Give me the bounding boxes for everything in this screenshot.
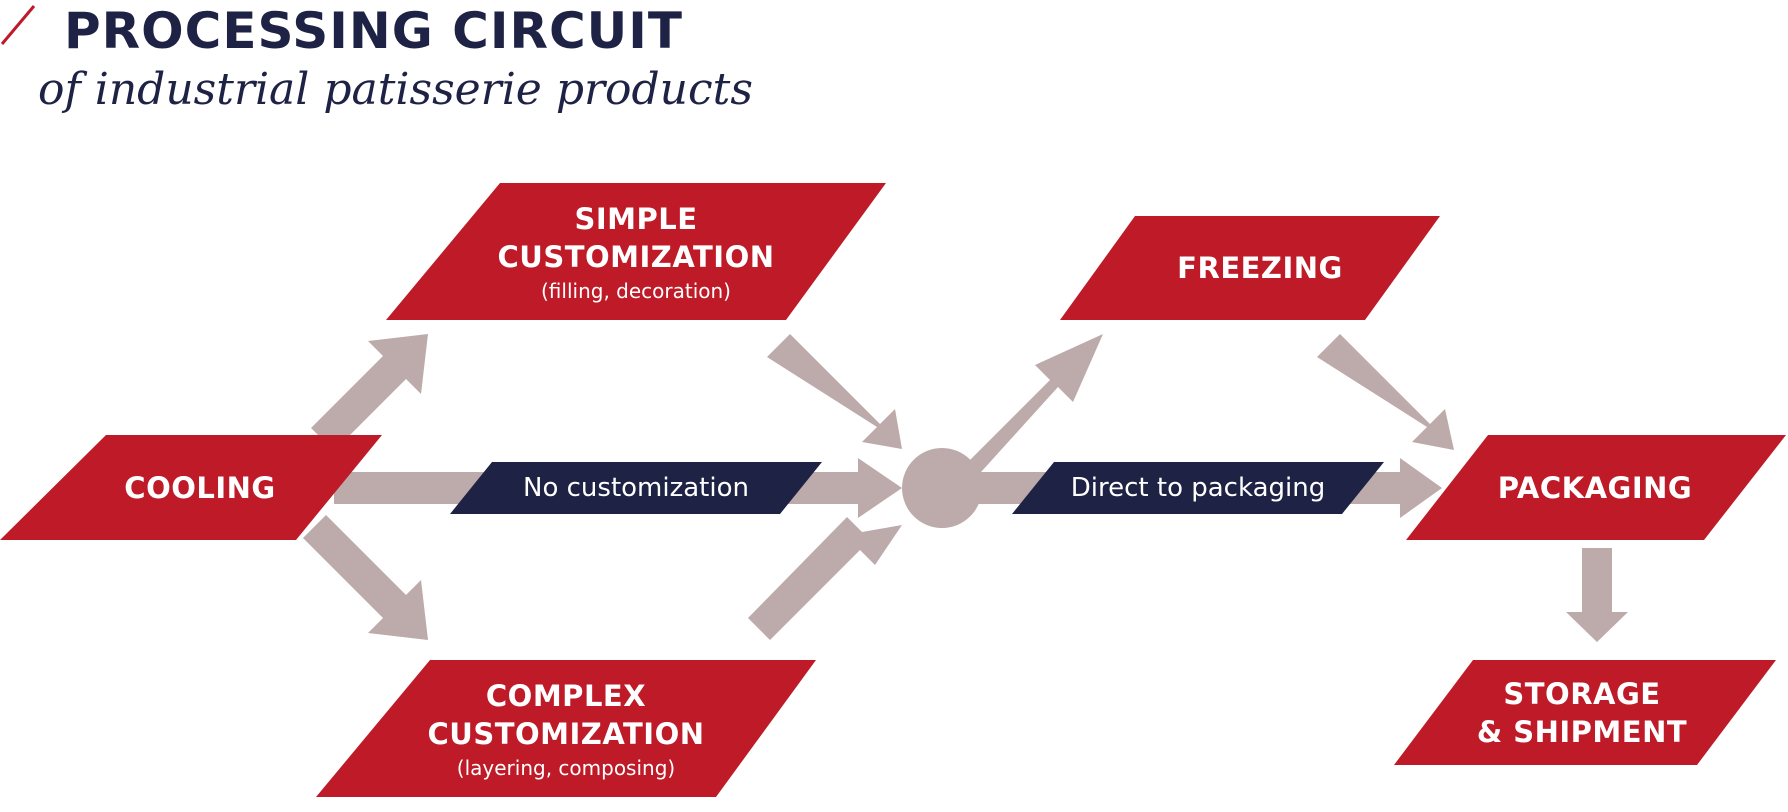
- node-simple-label-line2: CUSTOMIZATION: [497, 239, 775, 274]
- tag-direct-packaging-label: Direct to packaging: [1070, 473, 1326, 503]
- arrow-freezing-to-packaging: [1317, 334, 1454, 450]
- node-complex-label-line2: CUSTOMIZATION: [427, 716, 705, 751]
- node-complex-shape: [316, 660, 816, 797]
- node-packaging: PACKAGING: [1450, 435, 1740, 540]
- arrow-center-to-freezing: [960, 334, 1103, 482]
- node-complex-detail: (layering, composing): [456, 755, 676, 780]
- node-packaging-shape: [1406, 435, 1786, 540]
- node-storage-label-line2: & SHIPMENT: [1476, 714, 1688, 749]
- node-freezing-label: FREEZING: [1177, 251, 1343, 285]
- node-storage-label-line1: STORAGE: [1503, 676, 1661, 711]
- arrow-complex-to-center: [748, 517, 902, 640]
- node-simple-customization: SIMPLE CUSTOMIZATION (filling, decoratio…: [450, 183, 822, 320]
- node-complex-label-line1: COMPLEX: [485, 678, 647, 713]
- node-freezing: FREEZING: [1110, 216, 1410, 320]
- page-subtitle: of industrial patisserie products: [38, 64, 753, 115]
- arrow-cooling-to-complex: [303, 515, 428, 640]
- arrow-packaging-to-storage: [1566, 548, 1628, 642]
- node-cooling-label: COOLING: [124, 470, 276, 505]
- node-cooling: COOLING: [60, 435, 340, 540]
- tag-no-customization: No customization: [470, 462, 802, 514]
- node-storage-shape: [1394, 660, 1776, 765]
- tag-direct-packaging-shape: [1012, 462, 1384, 514]
- page-title: PROCESSING CIRCUIT: [64, 2, 683, 60]
- node-freezing-shape: [1060, 216, 1440, 320]
- node-simple-shape: [386, 183, 886, 320]
- node-simple-label-line1: SIMPLE: [574, 201, 698, 236]
- title-accent-slash: [0, 5, 36, 45]
- node-cooling-shape: [0, 435, 382, 540]
- node-storage-shipment: STORAGE & SHIPMENT: [1432, 660, 1732, 765]
- node-complex-customization: COMPLEX CUSTOMIZATION (layering, composi…: [380, 660, 752, 797]
- node-simple-detail: (filling, decoration): [541, 278, 731, 303]
- tag-direct-packaging: Direct to packaging: [1032, 462, 1364, 514]
- tag-no-customization-shape: [450, 462, 822, 514]
- node-packaging-label: PACKAGING: [1497, 470, 1693, 505]
- flow-hub: [902, 448, 982, 528]
- arrow-cooling-to-simple: [311, 334, 428, 451]
- tag-no-customization-label: No customization: [523, 473, 749, 503]
- arrow-simple-to-center: [767, 334, 902, 449]
